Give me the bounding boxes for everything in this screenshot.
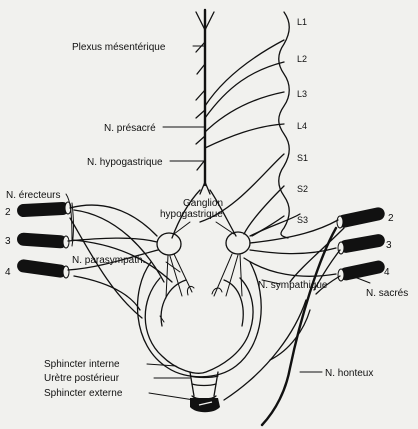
- label-ganglion-line1: Ganglion: [183, 198, 223, 209]
- segment-label-s2: S2: [297, 184, 308, 194]
- segment-label-l2: L2: [297, 54, 307, 64]
- sympathetic-connections: [244, 214, 344, 282]
- label-uretre-posterieur: Urètre postérieur: [44, 373, 120, 384]
- label-sphincter-interne: Sphincter interne: [44, 359, 120, 370]
- label-n-presacre: N. présacré: [104, 123, 156, 134]
- right-hypogastric-ganglion: [226, 232, 250, 254]
- segment-label-s3: S3: [297, 215, 308, 225]
- left-root-label-4: 4: [5, 267, 11, 278]
- right-root-label-3: 3: [386, 240, 392, 251]
- right-root-label-2: 2: [388, 213, 394, 224]
- label-n-honteux: N. honteux: [325, 368, 373, 379]
- pudendal-nerve: [224, 228, 340, 425]
- right-sacral-roots: [336, 206, 386, 281]
- label-sphincter-externe: Sphincter externe: [44, 388, 123, 399]
- spinal-cord: [279, 12, 290, 238]
- label-n-parasympath: N. parasympath.: [72, 255, 145, 266]
- label-plexus-mesenterique: Plexus mésentérique: [72, 42, 166, 53]
- label-n-hypogastrique: N. hypogastrique: [87, 157, 163, 168]
- segment-label-l4: L4: [297, 121, 307, 131]
- label-n-sacres: N. sacrés: [366, 288, 408, 299]
- bladder: [138, 262, 262, 377]
- sympathetic-trunk: [196, 10, 214, 194]
- label-n-sympathique: N. sympathique: [258, 280, 328, 291]
- segment-label-l3: L3: [297, 89, 307, 99]
- right-root-label-4: 4: [384, 267, 390, 278]
- left-hypogastric-ganglion: [157, 233, 181, 255]
- left-sacral-roots: [16, 202, 71, 279]
- segment-label-l1: L1: [297, 17, 307, 27]
- label-n-erecteurs: N. érecteurs: [6, 190, 60, 201]
- segment-label-s1: S1: [297, 153, 308, 163]
- left-root-label-3: 3: [5, 236, 11, 247]
- label-ganglion-line2: hypogastrique: [160, 209, 223, 220]
- external-sphincter: [190, 398, 220, 412]
- left-root-label-2: 2: [5, 207, 11, 218]
